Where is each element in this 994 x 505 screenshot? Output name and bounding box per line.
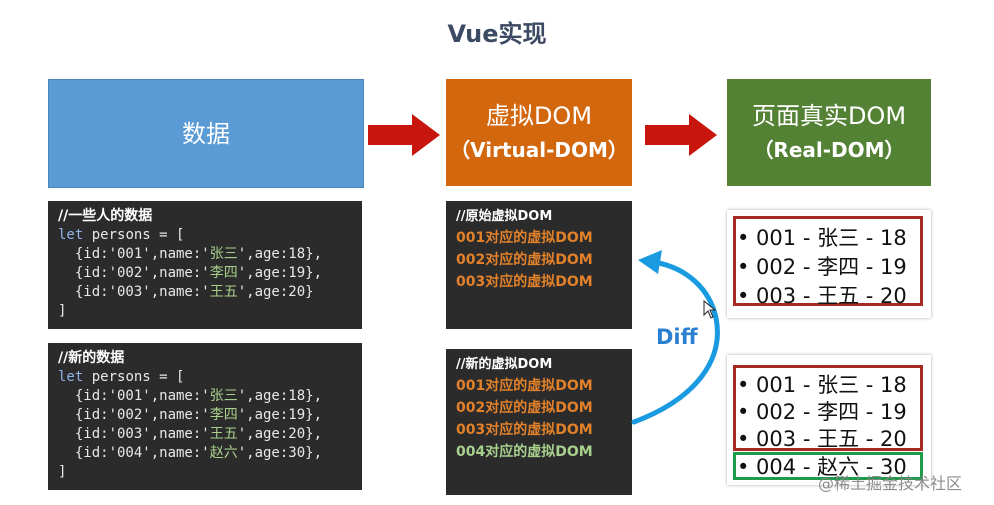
- list-item: • 001 - 张三 - 18: [737, 373, 907, 397]
- real-dom-label: 页面真实DOM: [751, 101, 907, 130]
- list-item-new: • 004 - 赵六 - 30: [737, 455, 907, 479]
- arrow-right-icon: [368, 114, 440, 156]
- code-row: {id:'002',name:'李四',age:19},: [58, 265, 323, 281]
- code-keyword: let: [58, 227, 84, 243]
- vdom-header: //新的虚拟DOM: [456, 357, 553, 372]
- page-title: Vue实现: [447, 20, 547, 48]
- virtual-dom-new: //新的虚拟DOM 001对应的虚拟DOM 002对应的虚拟DOM 003对应的…: [446, 349, 632, 495]
- virtual-dom-label: 虚拟DOM: [485, 101, 593, 130]
- real-dom-list-new: • 001 - 张三 - 18 • 002 - 李四 - 19 • 003 - …: [727, 355, 931, 485]
- data-box-label: 数据: [182, 119, 230, 148]
- virtual-dom-original: //原始虚拟DOM 001对应的虚拟DOM 002对应的虚拟DOM 003对应的…: [446, 201, 632, 329]
- real-dom-sublabel: （Real-DOM）: [753, 137, 905, 162]
- highlight-frame-red: [733, 365, 923, 451]
- code-text: persons = [: [83, 369, 185, 385]
- diff-label: Diff: [656, 325, 698, 349]
- code-block-new-data: //新的数据 let persons = [ {id:'001',name:'张…: [48, 343, 362, 490]
- watermark: @稀土掘金技术社区: [818, 474, 963, 493]
- code-text: persons = [: [83, 227, 185, 243]
- code-row: {id:'002',name:'李四',age:19},: [58, 407, 323, 423]
- list-item: • 001 - 张三 - 18: [737, 226, 907, 250]
- code-row: {id:'003',name:'王五',age:20}: [58, 284, 314, 300]
- list-item: • 002 - 李四 - 19: [737, 255, 907, 279]
- code-row: {id:'001',name:'张三',age:18},: [58, 388, 323, 404]
- vdom-line: 003对应的虚拟DOM: [456, 274, 593, 290]
- highlight-frame-red: [733, 216, 923, 306]
- list-item: • 002 - 李四 - 19: [737, 400, 907, 424]
- vdom-line-new: 004对应的虚拟DOM: [456, 444, 593, 460]
- vdom-line: 002对应的虚拟DOM: [456, 252, 593, 268]
- vdom-line: 002对应的虚拟DOM: [456, 400, 593, 416]
- code-comment: //新的数据: [58, 350, 125, 366]
- data-box: 数据: [48, 79, 364, 188]
- code-keyword: let: [58, 369, 84, 385]
- virtual-dom-sublabel: （Virtual-DOM）: [450, 137, 628, 162]
- code-comment: //一些人的数据: [58, 208, 153, 224]
- real-dom-box: 页面真实DOM （Real-DOM）: [727, 79, 931, 186]
- list-item: • 003 - 王五 - 20: [737, 427, 907, 451]
- real-dom-list-original: • 001 - 张三 - 18 • 002 - 李四 - 19 • 003 - …: [727, 210, 931, 318]
- code-row: {id:'001',name:'张三',age:18},: [58, 246, 323, 262]
- arrow-right-icon: [645, 114, 717, 156]
- vdom-line: 003对应的虚拟DOM: [456, 422, 593, 438]
- code-block-original-data: //一些人的数据 let persons = [ {id:'001',name:…: [48, 201, 362, 329]
- vdom-line: 001对应的虚拟DOM: [456, 378, 593, 394]
- code-row: {id:'003',name:'王五',age:20},: [58, 426, 323, 442]
- vdom-line: 001对应的虚拟DOM: [456, 230, 593, 246]
- virtual-dom-box: 虚拟DOM （Virtual-DOM）: [446, 79, 632, 186]
- highlight-frame-green: [733, 452, 923, 480]
- list-item: • 003 - 王五 - 20: [737, 284, 907, 308]
- code-text: ]: [58, 464, 67, 480]
- mouse-cursor-icon: [703, 300, 717, 319]
- code-row: {id:'004',name:'赵六',age:30},: [58, 445, 323, 461]
- diff-arrow-icon: [631, 250, 720, 425]
- code-text: ]: [58, 303, 67, 319]
- vdom-header: //原始虚拟DOM: [456, 209, 553, 224]
